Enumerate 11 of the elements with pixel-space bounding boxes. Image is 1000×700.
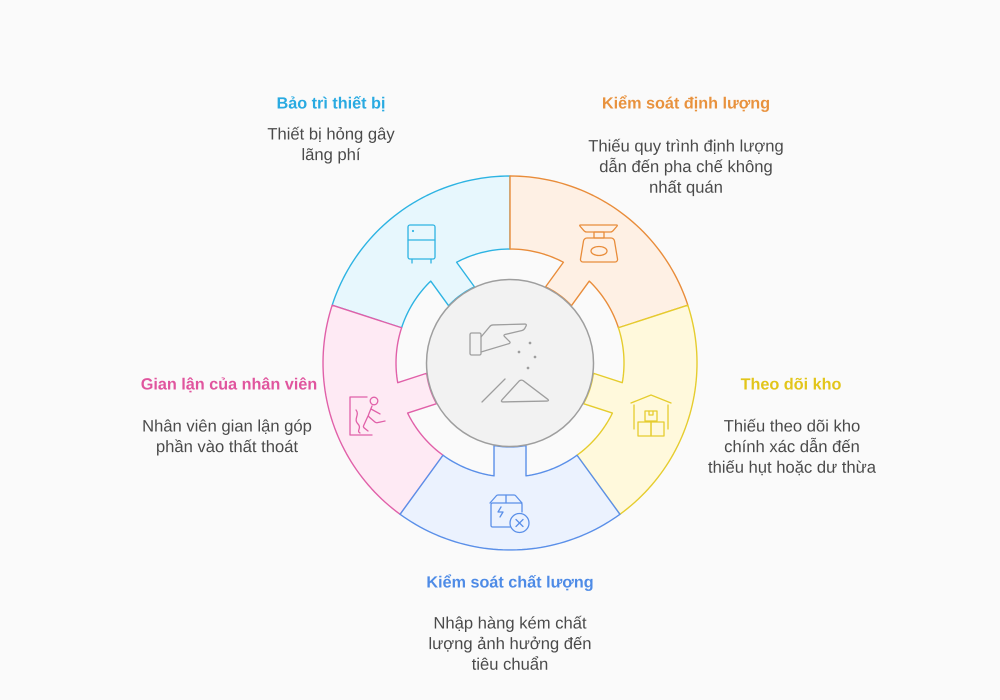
description: Nhân viên gian lận góp phần vào thất thoát: [143, 419, 312, 456]
heading: Kiểm soát chất lượng: [427, 574, 593, 591]
description: Thiết bị hỏng gây lãng phí: [268, 126, 395, 164]
heading: Kiểm soát định lượng: [603, 95, 769, 112]
center-circle: [426, 278, 594, 448]
heading: Bảo trì thiết bị: [278, 96, 384, 112]
description: Nhập hàng kém chất lượng ảnh hưởng đến tiêu chuẩn: [430, 616, 590, 670]
heading: Theo dõi kho: [740, 378, 841, 390]
description: Thiếu theo dõi kho chính xác dẫn đến thiếu hụt hoặc dư thừa: [708, 418, 876, 476]
description: Thiếu quy trình định lượng dẫn đến pha chế không nhất quán: [588, 138, 783, 196]
heading: Gian lận của nhân viên: [141, 377, 316, 392]
